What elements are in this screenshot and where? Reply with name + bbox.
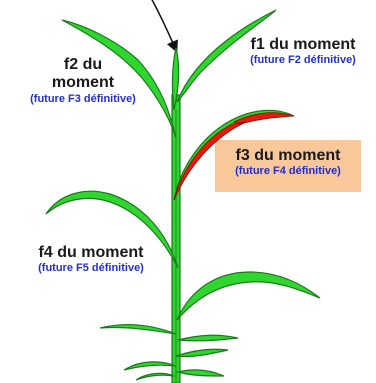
leaf-bottom-5 (175, 369, 225, 377)
leaf-bottom-1 (99, 324, 177, 335)
leaf-f4 (45, 190, 179, 269)
f3-highlight-box (215, 140, 361, 192)
leaf-bottom-4 (123, 361, 177, 371)
label-f1-sub: (future F2 définitive) (250, 54, 356, 67)
leaf-bottom-2 (177, 334, 239, 342)
label-f2-sub: (future F3 définitive) (30, 92, 136, 105)
pointer-line (151, 0, 178, 53)
label-f1: f1 du moment (future F2 définitive) (230, 36, 376, 67)
central-leaf (171, 47, 180, 111)
label-f3-name: f3 du moment (235, 147, 341, 164)
leaf-f3-highlight (173, 112, 295, 201)
leaf-f1 (176, 9, 277, 103)
leaf-bottom-3 (175, 348, 229, 358)
label-f1-name: f1 du moment (250, 36, 356, 53)
leaf-f5 (176, 271, 321, 321)
leaf-f2 (61, 19, 177, 139)
label-f2-name-2: moment (51, 74, 115, 92)
label-f2: f2 du moment (future F3 définitive) (8, 56, 158, 105)
label-f4-name: f4 du moment (38, 244, 144, 261)
label-f3: f3 du moment (future F4 définitive) (215, 147, 361, 178)
label-f3-sub: (future F4 définitive) (235, 165, 341, 178)
label-f4-sub: (future F5 définitive) (38, 262, 144, 275)
label-f4: f4 du moment (future F5 définitive) (6, 244, 176, 275)
leaf-bottom-6 (135, 372, 175, 381)
label-f2-name-1: f2 du (63, 56, 103, 73)
